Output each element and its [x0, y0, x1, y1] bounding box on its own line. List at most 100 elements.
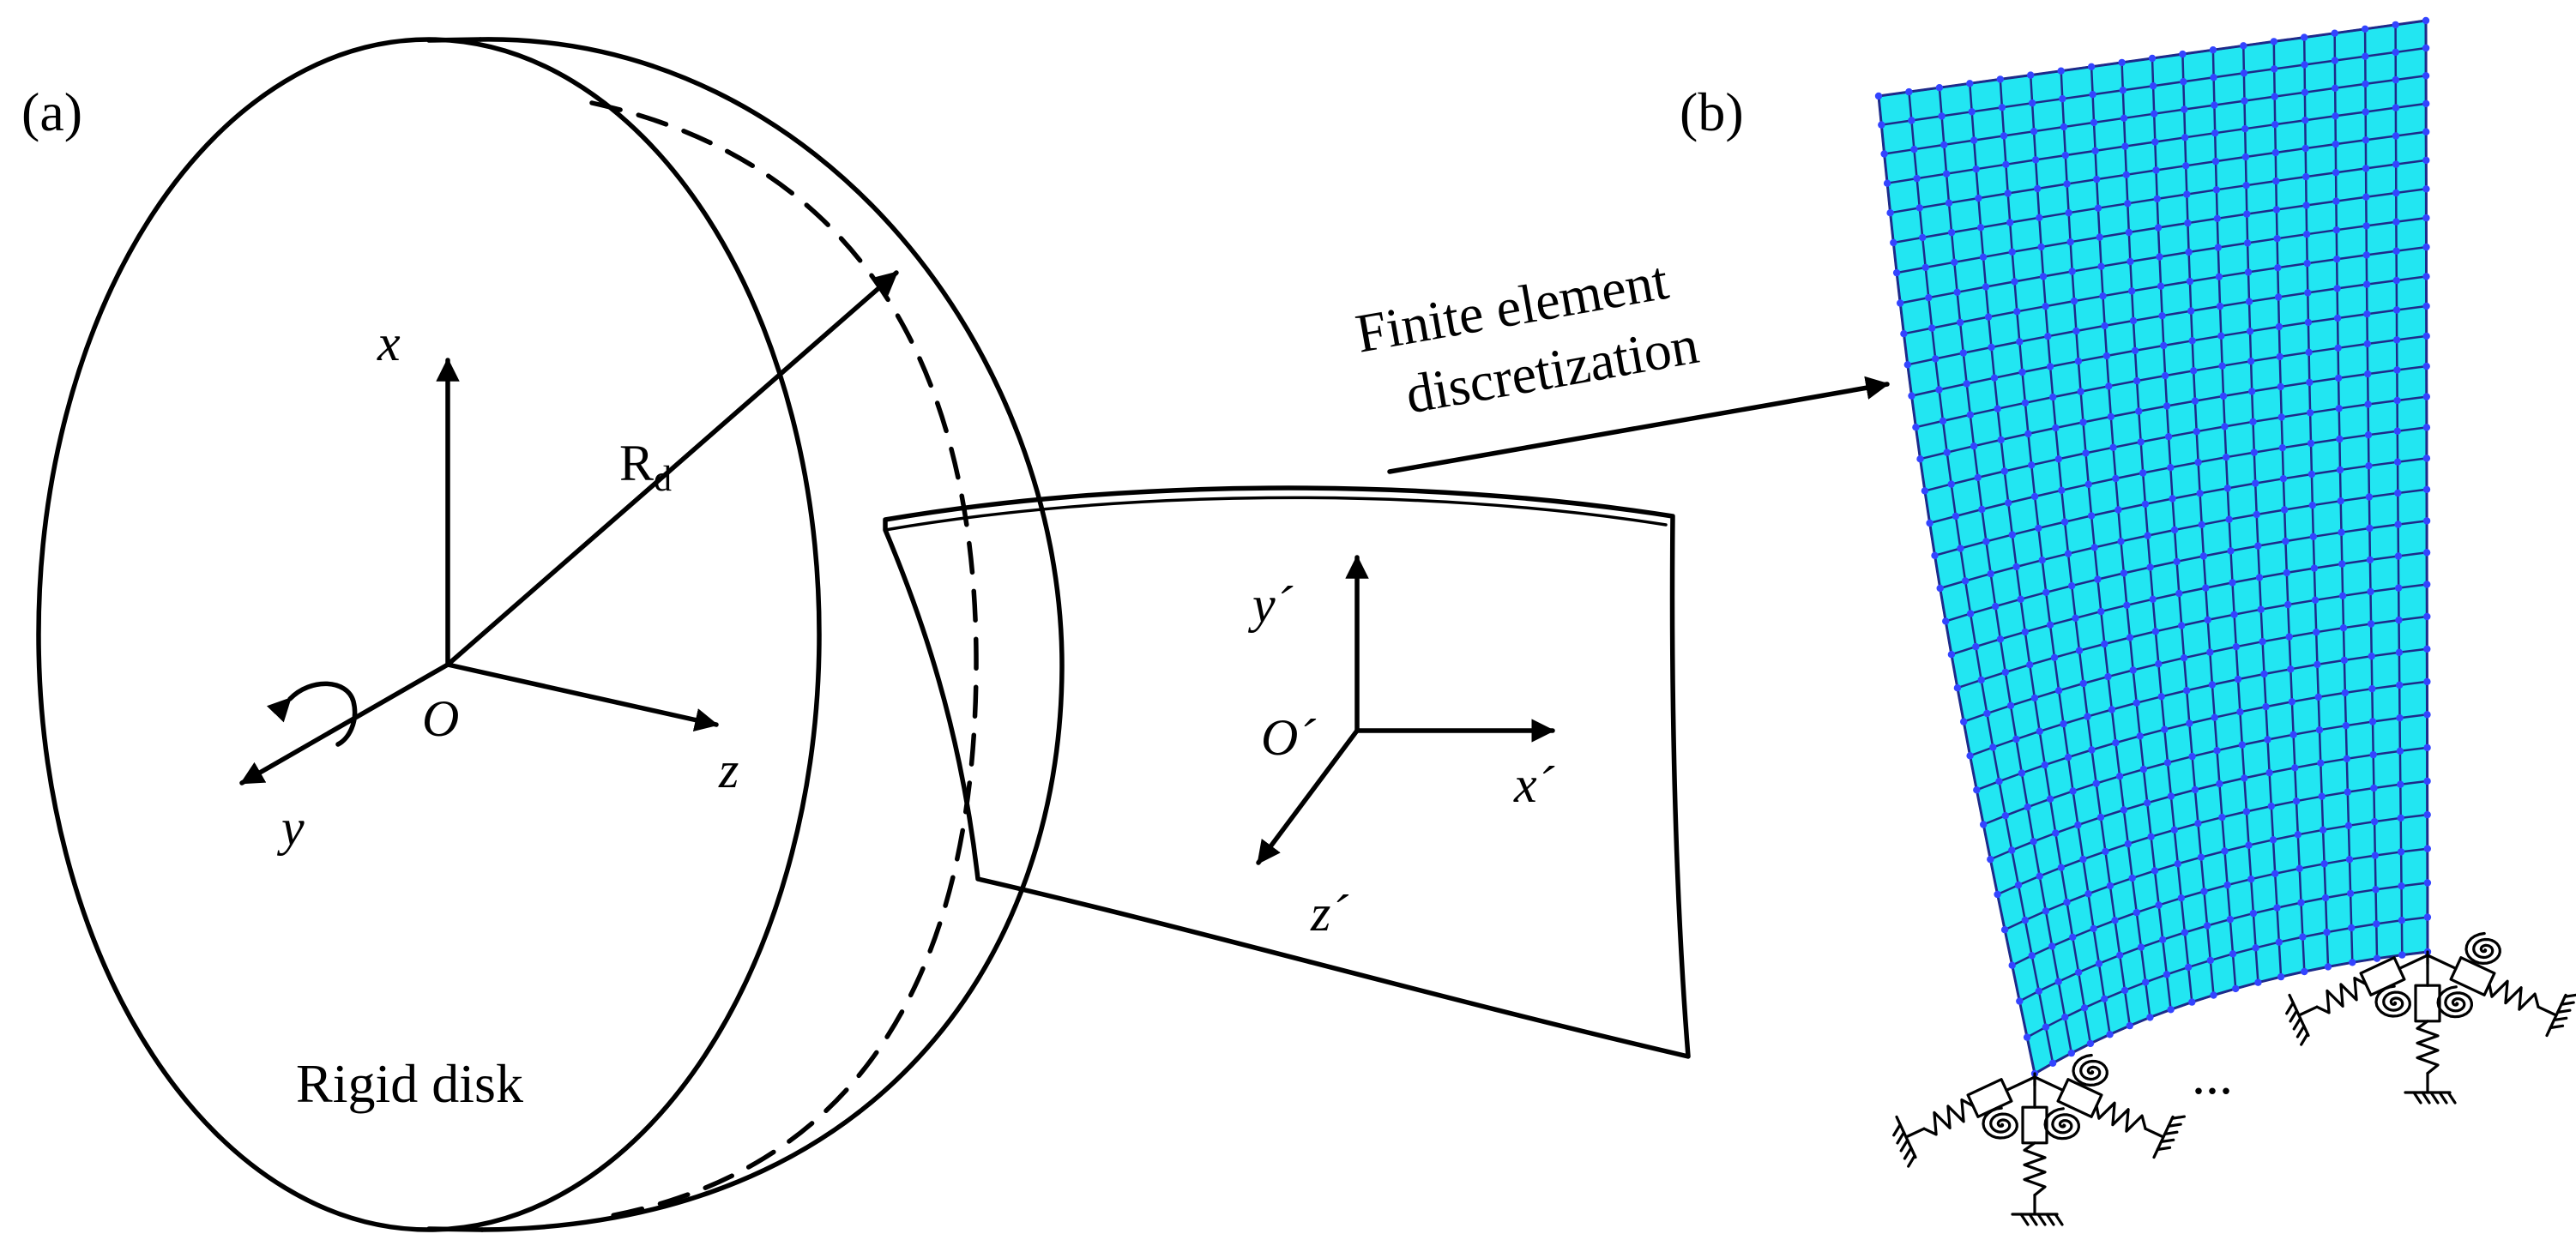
mesh-node [2302, 231, 2311, 238]
mesh-node [2030, 838, 2037, 846]
mesh-node [2335, 405, 2343, 412]
mesh-node [2362, 108, 2369, 116]
mesh-node [2423, 645, 2431, 653]
mesh-node [1886, 209, 1894, 217]
mesh-node [2250, 448, 2258, 456]
mesh-node [2292, 798, 2301, 805]
mesh-node [2121, 986, 2129, 995]
mesh-node [2024, 804, 2031, 811]
mesh-node [2213, 747, 2221, 755]
mesh-node [1916, 455, 1924, 463]
mesh-node [2128, 874, 2136, 882]
mesh-node [2252, 479, 2259, 487]
mesh-node [2183, 687, 2191, 695]
mesh-node [1952, 512, 1960, 521]
mesh-node [2077, 388, 2084, 395]
mesh-node [2000, 467, 2008, 475]
mesh-node [2240, 42, 2247, 50]
mesh-node [2014, 881, 2023, 889]
z-prime-axis-arrow [1256, 728, 1360, 865]
mesh-node [1982, 283, 1990, 291]
mesh-node [2161, 725, 2169, 733]
mesh-node [2102, 352, 2111, 360]
damper [2414, 984, 2441, 1023]
mesh-node [2153, 195, 2161, 203]
mesh-node [2117, 538, 2125, 545]
mesh-node [2152, 166, 2160, 174]
mesh-node [2031, 156, 2040, 164]
mesh-node [2342, 722, 2350, 730]
disk-hidden-rim [589, 100, 979, 1220]
mesh-node [1994, 405, 2001, 412]
support-link [2426, 954, 2458, 970]
mesh-node [1956, 318, 1964, 327]
mesh-node [2341, 689, 2349, 697]
mesh-node [2253, 510, 2260, 519]
blade-origin-label: O´ [1261, 709, 1316, 766]
mesh-node [2423, 581, 2431, 588]
mesh-node [2064, 753, 2072, 761]
mesh-node [2423, 777, 2431, 786]
mesh-node [2127, 257, 2134, 266]
mesh-node [2333, 256, 2341, 263]
blade-body [883, 485, 1691, 1059]
mesh-node [2163, 759, 2172, 767]
mesh-node [2364, 400, 2372, 408]
mesh-node [2101, 995, 2108, 1003]
mesh-node [2158, 312, 2166, 320]
mesh-node [2094, 204, 2102, 212]
mesh-node [2395, 616, 2403, 624]
mesh-node [2018, 368, 2026, 376]
mesh-node [1983, 709, 1991, 718]
mesh-node [2295, 864, 2303, 872]
mesh-node [2048, 1059, 2057, 1068]
mesh-node [2211, 101, 2218, 109]
mesh-node [2396, 747, 2404, 755]
support-group-left [1892, 1053, 2186, 1226]
mesh-node [2361, 25, 2369, 33]
mesh-node [2331, 57, 2339, 64]
mesh-node [2277, 972, 2285, 981]
mesh-node [2240, 69, 2248, 77]
mesh-node [2000, 132, 2008, 140]
mesh-node [1990, 374, 1999, 382]
mesh-node [2362, 165, 2370, 172]
mesh-node [2060, 123, 2068, 131]
mesh-node [2422, 273, 2430, 280]
mesh-node [2362, 251, 2370, 259]
mesh-node [2133, 908, 2140, 917]
mesh-node [2392, 306, 2401, 314]
mesh-node [2181, 105, 2188, 113]
mesh-node [2111, 917, 2119, 924]
mesh-node [1963, 380, 1970, 388]
mesh-node [2005, 499, 2012, 507]
mesh-node [2182, 162, 2190, 170]
mesh-node [2305, 348, 2313, 356]
mesh-node [2065, 209, 2072, 217]
mesh-node [1912, 424, 1920, 431]
mesh-node [2422, 393, 2430, 400]
mesh-node [2370, 784, 2378, 792]
mesh-node [2034, 184, 2042, 193]
mesh-node [2215, 273, 2223, 280]
mesh-node [1996, 75, 2004, 83]
mesh-node [2368, 653, 2375, 660]
mesh-node [2368, 718, 2377, 725]
mesh-node [2271, 148, 2279, 157]
discretization-arrow [1387, 376, 1890, 474]
mesh-node [1915, 204, 1923, 212]
mesh-node [2302, 144, 2309, 153]
mesh-node [2392, 247, 2400, 255]
mesh-node [2393, 427, 2401, 435]
ground-hatch [1892, 1123, 1916, 1168]
mesh-node [2238, 741, 2246, 749]
mesh-node [1973, 786, 1981, 794]
mesh-node [1953, 684, 1962, 692]
mesh-node [2271, 121, 2279, 129]
torsion-spring [2464, 931, 2501, 965]
mesh-node [2147, 833, 2155, 840]
mesh-node [1998, 104, 2006, 111]
mesh-node [2245, 841, 2253, 849]
mesh-node [2422, 16, 2430, 25]
mesh-node [2157, 693, 2165, 701]
